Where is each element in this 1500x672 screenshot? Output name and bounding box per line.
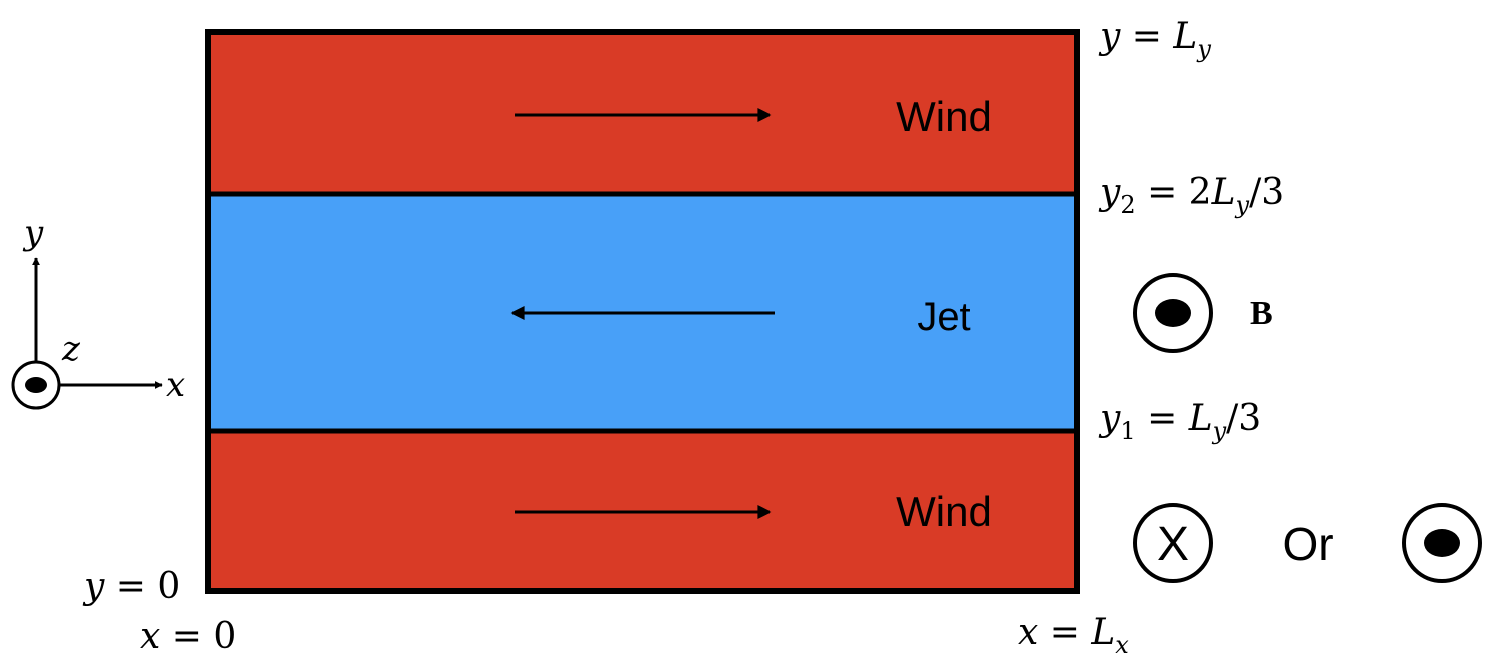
label-y-top: y = Ly (1098, 16, 1211, 63)
cross-in-circle-icon: X (1133, 503, 1213, 583)
field-or-label: Or (1282, 518, 1333, 570)
wind-bottom-label: Wind (896, 488, 992, 535)
label-xL: x = Lx (1018, 612, 1129, 659)
z-axis-label: z (61, 329, 81, 369)
label-y0: y = 0 (82, 566, 180, 607)
dot-in-circle-icon (1133, 273, 1213, 353)
wind-region-top (208, 32, 1077, 194)
jet-label: Jet (917, 295, 970, 339)
field-symbol-into: X (1133, 503, 1213, 583)
field-symbol-main: B (1133, 273, 1273, 353)
domain-border (205, 29, 1080, 594)
label-x0: x = 0 (140, 616, 236, 657)
x-axis-label: x (166, 365, 185, 405)
field-x-symbol: X (1157, 518, 1189, 571)
label-y1: y1 = Ly/3 (1098, 398, 1261, 445)
coordinate-axes: y x z (11, 213, 185, 410)
dot-in-circle-icon (1402, 503, 1482, 583)
field-label-B: B (1250, 295, 1273, 332)
y-axis-label: y (22, 213, 44, 253)
wind-top-label: Wind (896, 93, 992, 140)
dot-in-circle-icon (11, 360, 61, 410)
label-y2: y2 = 2Ly/3 (1098, 172, 1284, 219)
field-symbol-out (1402, 503, 1482, 583)
